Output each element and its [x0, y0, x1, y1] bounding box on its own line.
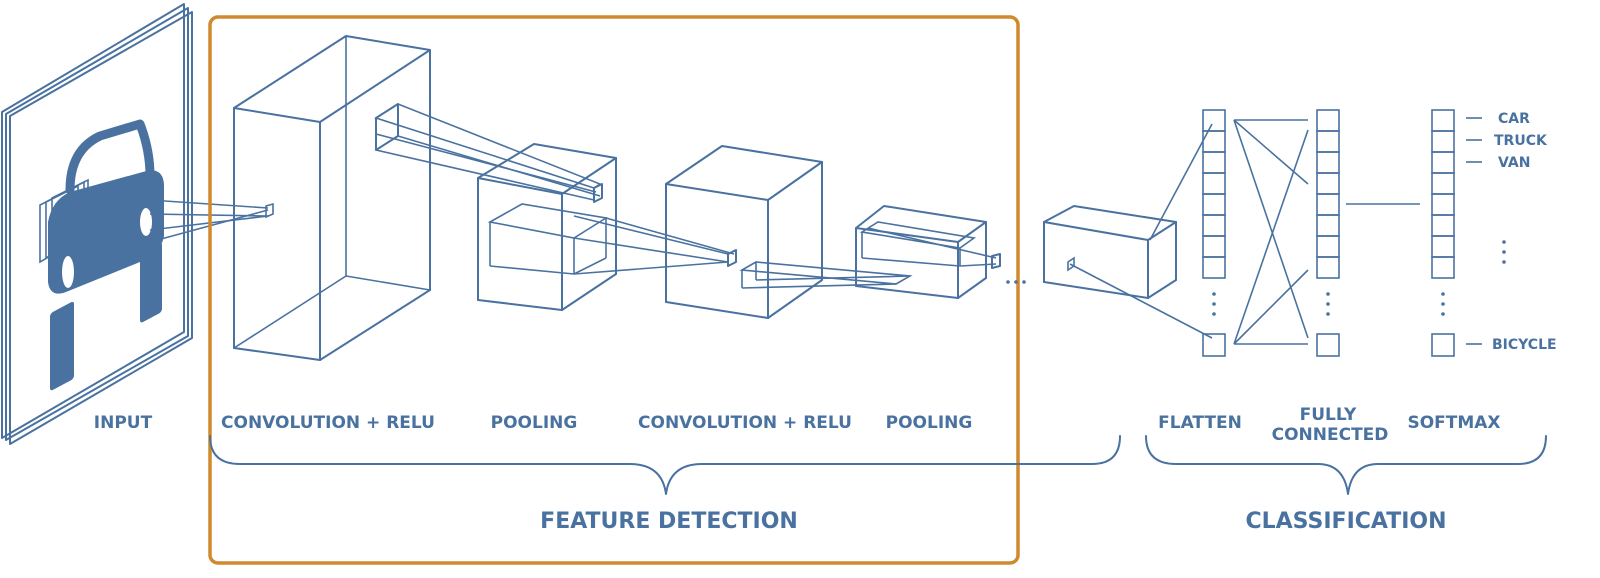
group-classification: CLASSIFICATION: [1245, 509, 1446, 534]
flatten-ellipsis-dot: [1212, 292, 1216, 296]
label-pool2: POOLING: [886, 413, 973, 433]
softmax-cell: [1431, 235, 1455, 258]
flatten-cell: [1202, 256, 1226, 279]
flatten-last-cell: [1202, 333, 1226, 357]
pool2-volume: [855, 205, 1001, 299]
pool1-volume: [477, 143, 737, 311]
softmax-cell: [1431, 172, 1455, 195]
flatten-cell: [1202, 235, 1226, 258]
input-image-stack: [1, 3, 193, 445]
flatten-column: [1202, 109, 1226, 357]
class-ticks: [1466, 117, 1482, 345]
class-car: CAR: [1498, 111, 1530, 127]
fc-cell: [1316, 172, 1340, 195]
classification-brace: [1145, 435, 1547, 495]
final-feature-volume: [1043, 123, 1213, 339]
label-softmax: SOFTMAX: [1407, 413, 1500, 433]
flatten-fc-connections: [1233, 119, 1309, 345]
fc-cell: [1316, 235, 1340, 258]
label-input: INPUT: [94, 413, 153, 433]
softmax-column: [1431, 109, 1455, 357]
softmax-ellipsis-dot: [1441, 312, 1445, 316]
fc-ellipsis-dot: [1326, 292, 1330, 296]
softmax-cell: [1431, 256, 1455, 279]
label-connected: CONNECTED: [1272, 425, 1389, 445]
car-icon: [39, 119, 164, 391]
label-conv2: CONVOLUTION + RELU: [638, 413, 852, 433]
fc-cell: [1316, 193, 1340, 216]
flatten-ellipsis-dot: [1212, 302, 1216, 306]
feature-detection-brace: [209, 435, 1121, 495]
fc-ellipsis-dot: [1326, 312, 1330, 316]
label-fully: FULLY: [1300, 405, 1357, 425]
class-van: VAN: [1498, 155, 1530, 171]
flatten-ellipsis-dot: [1212, 312, 1216, 316]
flatten-cell: [1202, 214, 1226, 237]
flatten-cell: [1202, 109, 1226, 132]
ellipsis-dots: [1006, 280, 1026, 284]
label-pool1: POOLING: [491, 413, 578, 433]
softmax-cell: [1431, 214, 1455, 237]
group-feature-detection: FEATURE DETECTION: [540, 509, 798, 534]
softmax-ellipsis-dot: [1441, 292, 1445, 296]
fc-cell: [1316, 214, 1340, 237]
softmax-cell: [1431, 193, 1455, 216]
class-bicycle: BICYCLE: [1492, 337, 1557, 353]
class-truck: TRUCK: [1494, 133, 1548, 149]
softmax-cell: [1431, 151, 1455, 174]
conv1-volume: [233, 35, 431, 361]
softmax-cell: [1431, 109, 1455, 132]
fc-ellipsis-dot: [1326, 302, 1330, 306]
fc-cell: [1316, 256, 1340, 279]
conv1-kernel: [374, 103, 603, 203]
label-conv1: CONVOLUTION + RELU: [221, 413, 435, 433]
flatten-cell: [1202, 172, 1226, 195]
flatten-cell: [1202, 151, 1226, 174]
flatten-cell: [1202, 193, 1226, 216]
softmax-last-cell: [1431, 333, 1455, 357]
softmax-cell: [1431, 130, 1455, 153]
fc-last-cell: [1316, 333, 1340, 357]
conv2-volume: [665, 145, 913, 319]
softmax-ellipsis-dot: [1441, 302, 1445, 306]
fully-connected-column: [1316, 109, 1340, 357]
fc-cell: [1316, 151, 1340, 174]
fc-cell: [1316, 109, 1340, 132]
feature-detection-highlight-box: [208, 15, 1020, 565]
class-ellipsis: [1502, 240, 1506, 264]
label-flatten: FLATTEN: [1158, 413, 1242, 433]
fc-cell: [1316, 130, 1340, 153]
